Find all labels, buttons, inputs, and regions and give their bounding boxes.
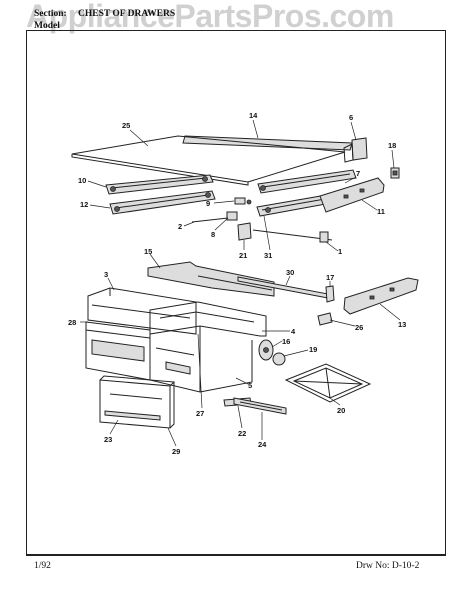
footer-divider (26, 555, 446, 556)
callout-30: 30 (286, 268, 294, 277)
part-19-cap (272, 352, 286, 366)
callout-14: 14 (249, 111, 258, 120)
callout-29: 29 (172, 447, 180, 456)
part-28-drawer (85, 321, 151, 381)
part-9-clip (234, 197, 252, 205)
callout-numbers: 25 14 6 18 10 12 7 11 9 2 8 21 31 1 15 3… (68, 111, 406, 456)
section-label: Section: (34, 9, 67, 19)
callout-10: 10 (78, 176, 86, 185)
part-24-rail (233, 397, 287, 415)
part-11-bracket (319, 177, 385, 213)
callout-16: 16 (282, 337, 290, 346)
section-title: CHEST OF DRAWERS (78, 9, 176, 19)
callout-26: 26 (355, 323, 363, 332)
part-2-rod (191, 217, 229, 223)
callout-12: 12 (80, 200, 88, 209)
part-20-tray (284, 363, 372, 403)
callout-1: 1 (338, 247, 342, 256)
callout-6: 6 (349, 113, 353, 122)
part-23-front-panel (99, 375, 176, 429)
callout-19: 19 (309, 345, 317, 354)
footer-date: 1/92 (34, 561, 51, 571)
callout-23: 23 (104, 435, 112, 444)
part-25-shelf (71, 135, 346, 186)
part-7-slide (257, 169, 357, 194)
callout-11: 11 (377, 207, 385, 216)
model-label: Model (34, 21, 60, 31)
diagram-frame (26, 30, 446, 555)
callout-4: 4 (291, 327, 296, 336)
part-8-clip (226, 211, 238, 221)
part-17-clip (325, 285, 335, 303)
callout-18: 18 (388, 141, 396, 150)
part-12-slide (109, 190, 216, 215)
part-10-slide (105, 174, 214, 195)
callout-leaders (80, 119, 401, 447)
part-16-roller (258, 339, 274, 361)
callout-17: 17 (326, 273, 334, 282)
callout-13: 13 (398, 320, 406, 329)
part-6-bracket (343, 137, 368, 163)
callout-21: 21 (239, 251, 247, 260)
callout-27: 27 (196, 409, 204, 418)
watermark: AppliancePartsPros.com (26, 0, 394, 34)
footer-drawing-number: Drw No: D-10-2 (356, 561, 420, 571)
part-26-clip (317, 312, 333, 326)
callout-28: 28 (68, 318, 76, 327)
callout-22: 22 (238, 429, 246, 438)
callout-20: 20 (337, 406, 345, 415)
part-1-clip (319, 231, 329, 243)
part-27-drawer (149, 301, 267, 393)
part-21-block (237, 222, 252, 241)
callout-31: 31 (264, 251, 272, 260)
callout-7: 7 (356, 169, 360, 178)
callout-24: 24 (258, 440, 267, 449)
part-15-rail (147, 261, 275, 297)
long-rod (252, 229, 333, 241)
part-14-rail (182, 135, 353, 151)
callout-25: 25 (122, 121, 130, 130)
part-18-clip (390, 167, 400, 179)
callout-8: 8 (211, 230, 215, 239)
part-3-drawer (87, 287, 197, 335)
callout-5: 5 (248, 381, 252, 390)
callout-15: 15 (144, 247, 152, 256)
part-13-bracket (343, 277, 419, 315)
callout-2: 2 (178, 222, 182, 231)
callout-9: 9 (206, 199, 210, 208)
callout-3: 3 (104, 270, 108, 279)
